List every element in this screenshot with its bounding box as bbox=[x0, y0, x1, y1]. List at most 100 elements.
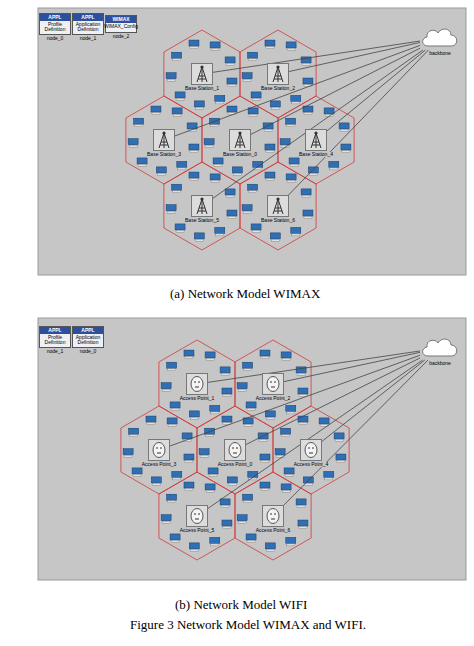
workstation-icon bbox=[215, 227, 225, 236]
workstation-icon bbox=[284, 468, 294, 477]
cell-hexagon bbox=[164, 162, 240, 250]
node-label: Base Station_6 bbox=[260, 218, 296, 223]
object-name: node_1 bbox=[47, 349, 64, 354]
workstation-icon bbox=[184, 454, 194, 463]
workstation-icon bbox=[281, 484, 291, 493]
workstation-icon bbox=[248, 108, 258, 117]
object-type: Application Definition bbox=[73, 21, 103, 35]
config-object: APPLProfile Definitionnode_0 bbox=[39, 13, 71, 42]
cell-hexagon bbox=[159, 340, 235, 428]
workstation-icon bbox=[260, 454, 270, 463]
base-station: Base Station_6 bbox=[260, 195, 296, 223]
workstation-icon bbox=[291, 227, 301, 236]
workstation-icon bbox=[137, 158, 147, 167]
cell-hexagon bbox=[240, 162, 316, 250]
workstation-icon bbox=[265, 411, 275, 420]
workstation-icon bbox=[225, 57, 235, 66]
workstation-icon bbox=[204, 139, 214, 148]
backbone-link bbox=[322, 360, 425, 441]
cell-hexagon bbox=[164, 30, 240, 118]
workstation-icon bbox=[265, 543, 275, 552]
config-icon: APPLProfile Definition bbox=[39, 13, 71, 36]
workstation-icon bbox=[324, 471, 334, 480]
workstation-icon bbox=[251, 92, 261, 101]
access-point-icon bbox=[262, 505, 284, 527]
config-icon: APPLProfile Definition bbox=[39, 326, 71, 349]
workstation-icon bbox=[132, 468, 142, 477]
workstation-icon bbox=[215, 95, 225, 104]
workstation-icon bbox=[232, 167, 242, 176]
workstation-icon bbox=[286, 118, 296, 127]
node-label: Access Point_1 bbox=[179, 396, 215, 401]
object-type: WIMAX_Config bbox=[103, 23, 139, 31]
workstation-icon bbox=[248, 52, 258, 61]
workstation-icon bbox=[205, 352, 215, 361]
workstation-icon bbox=[189, 40, 199, 49]
cell-hexagon bbox=[235, 340, 311, 428]
workstation-icon bbox=[123, 449, 133, 458]
workstation-icon bbox=[175, 224, 185, 233]
config-object: APPLApplication Definitionnode_0 bbox=[72, 326, 104, 355]
icon-tag: APPL bbox=[40, 327, 70, 334]
object-name: node_1 bbox=[80, 36, 97, 41]
workstation-icon bbox=[289, 158, 299, 167]
workstation-icon bbox=[170, 402, 180, 411]
workstation-icon bbox=[189, 411, 199, 420]
workstation-icon bbox=[213, 158, 223, 167]
base-station: Base Station_2 bbox=[260, 63, 296, 91]
workstation-icon bbox=[184, 350, 194, 359]
subfigure-caption: (a) Network Model WIMAX bbox=[170, 286, 320, 302]
node-label: Base Station_4 bbox=[298, 152, 334, 157]
workstation-icon bbox=[286, 405, 296, 414]
workstation-icon bbox=[270, 101, 280, 110]
workstation-icon bbox=[246, 402, 256, 411]
tower-icon bbox=[153, 129, 175, 151]
config-object: APPLProfile Definitionnode_1 bbox=[39, 326, 71, 355]
tower-icon bbox=[191, 63, 213, 85]
access-point-icon bbox=[186, 505, 208, 527]
workstation-icon bbox=[210, 42, 220, 51]
cell-grid bbox=[121, 30, 354, 560]
workstation-icon bbox=[242, 73, 252, 82]
node-label: Access Point_3 bbox=[141, 462, 177, 467]
workstation-icon bbox=[172, 52, 182, 61]
icon-tag: APPL bbox=[73, 327, 103, 334]
workstation-icon bbox=[265, 144, 275, 153]
workstation-icon bbox=[301, 189, 311, 198]
icon-tag: WIMAX bbox=[106, 16, 136, 23]
workstation-icon bbox=[237, 383, 247, 392]
object-type: Profile Definition bbox=[40, 334, 70, 348]
access-point-icon bbox=[262, 373, 284, 395]
workstation-icon bbox=[281, 352, 291, 361]
workstation-icon bbox=[281, 428, 291, 437]
node-label: Base Station_0 bbox=[222, 152, 258, 157]
workstations bbox=[123, 40, 351, 551]
config-object: WIMAXWIMAX_Confignode_2 bbox=[105, 15, 137, 39]
workstation-icon bbox=[341, 144, 351, 153]
workstation-icon bbox=[296, 499, 306, 508]
access-point: Access Point_2 bbox=[255, 373, 291, 401]
access-point: Access Point_3 bbox=[141, 439, 177, 467]
workstation-icon bbox=[270, 233, 280, 242]
workstation-icon bbox=[205, 484, 215, 493]
workstation-icon bbox=[187, 123, 197, 132]
workstation-icon bbox=[208, 468, 218, 477]
figure-caption: Figure 3 Network Model WIMAX and WIFI. bbox=[130, 617, 366, 633]
workstation-icon bbox=[167, 494, 177, 503]
workstation-icon bbox=[151, 477, 161, 486]
backbone-cloud: backbone bbox=[420, 336, 460, 366]
workstation-icon bbox=[156, 167, 166, 176]
icon-tag: APPL bbox=[40, 14, 70, 21]
access-point: Access Point_1 bbox=[179, 373, 215, 401]
node-label: backbone bbox=[428, 361, 452, 366]
tower-icon bbox=[267, 63, 289, 85]
base-station: Base Station_5 bbox=[184, 195, 220, 223]
backbone-link bbox=[170, 355, 420, 446]
object-name: node_0 bbox=[47, 36, 64, 41]
panel-ground bbox=[38, 318, 466, 580]
workstation-icon bbox=[166, 205, 176, 214]
workstation-icon bbox=[205, 428, 215, 437]
